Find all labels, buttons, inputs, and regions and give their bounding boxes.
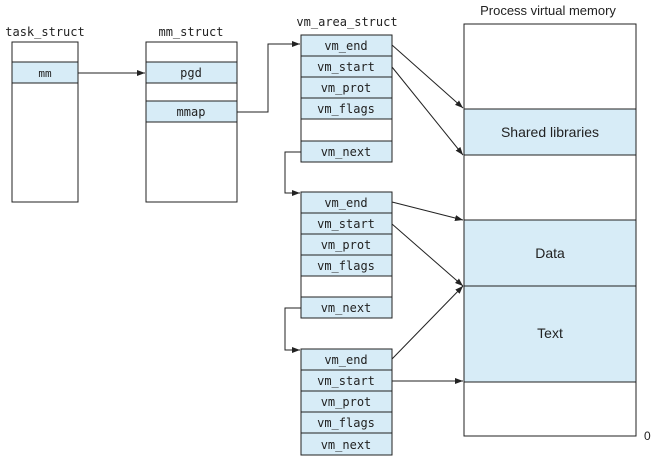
arrow-vm-start-1-to-shared-libraries <box>391 66 464 156</box>
vm-area-1-field-vm-flags-label: vm_flags <box>317 102 375 116</box>
vm-area-struct-3: vm_end vm_start vm_prot vm_flags vm_next <box>300 348 393 456</box>
vm-area-3-field-vm-next <box>300 432 393 456</box>
arrow-vm-end-3-to-text <box>391 285 464 360</box>
vm-area-2-field-vm-flags-label: vm_flags <box>317 259 375 273</box>
vm-area-3-field-vm-end-label: vm_end <box>324 353 367 367</box>
region-text-label: Text <box>537 325 563 341</box>
mm-struct-title: mm_struct <box>158 25 223 39</box>
vm-area-2-field-vm-start-label: vm_start <box>317 217 375 231</box>
arrow-vm-end-1-to-shared-libraries <box>391 44 464 109</box>
region-data <box>463 219 637 287</box>
vm-area-3-field-vm-flags-label: vm_flags <box>317 416 375 430</box>
vm-area-1-field-vm-end-label: vm_end <box>324 39 367 53</box>
arrow-vm-start-2-to-data <box>391 223 464 287</box>
vm-area-3-field-vm-start-label: vm_start <box>317 374 375 388</box>
vm-area-2-field-vm-prot-label: vm_prot <box>321 238 372 252</box>
region-text <box>463 285 637 383</box>
vm-area-2-field-vm-end-label: vm_end <box>324 196 367 210</box>
vm-area-struct-2: vm_end vm_start vm_prot vm_flags vm_next <box>300 191 393 319</box>
region-shared-libraries-label: Shared libraries <box>501 124 599 140</box>
arrow-vm-next-2-to-3 <box>284 307 301 353</box>
mm-struct-field-mmap-label: mmap <box>177 105 206 119</box>
vm-area-1-field-vm-next-label: vm_next <box>321 145 372 159</box>
address-zero-label: 0 <box>644 429 651 443</box>
vm-area-3-field-vm-next-label: vm_next <box>321 438 372 452</box>
arrow-vm-next-1-to-2 <box>284 151 301 196</box>
vm-area-1-field-vm-flags <box>300 97 393 120</box>
vm-area-1-field-vm-prot-label: vm_prot <box>321 81 372 95</box>
arrow-vm-end-2-to-data <box>391 201 464 221</box>
mm-struct-field-pgd <box>145 61 238 84</box>
region-data-label: Data <box>535 245 565 261</box>
vm-area-2-field-vm-flags <box>300 254 393 277</box>
process-memory-title: Process virtual memory <box>480 3 616 18</box>
mm-struct-field-pgd-label: pgd <box>180 66 202 80</box>
vm-area-2-field-vm-next-label: vm_next <box>321 301 372 315</box>
vm-area-struct-title: vm_area_struct <box>296 15 397 29</box>
task-struct-title: task_struct <box>5 25 84 39</box>
vm-area-1-field-vm-start-label: vm_start <box>317 60 375 74</box>
task-struct-field-mm-label: mm <box>38 67 52 80</box>
region-shared-libraries <box>463 108 637 156</box>
vm-area-3-field-vm-prot-label: vm_prot <box>321 395 372 409</box>
arrow-mmap-to-vm-area-1 <box>237 41 300 113</box>
vm-area-struct-1: vm_end vm_start vm_prot vm_flags vm_next <box>300 34 393 163</box>
